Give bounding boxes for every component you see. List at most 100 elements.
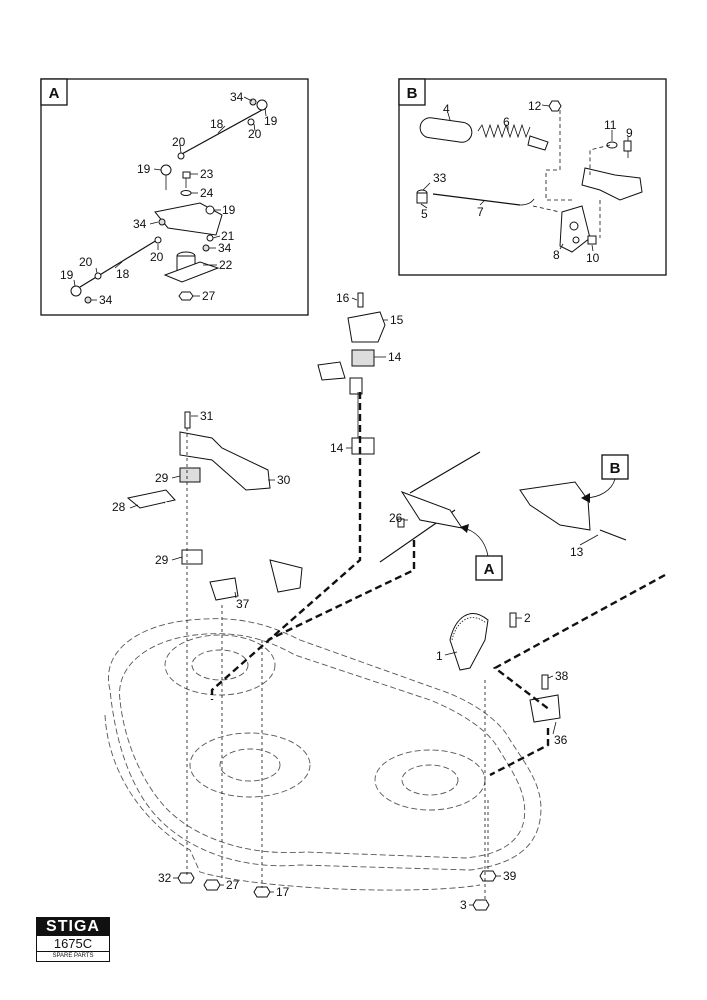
callout-38: 38 (555, 669, 569, 683)
mower-deck (104, 618, 542, 891)
logo-block: STIGA 1675C SPARE PARTS (36, 917, 114, 962)
bracket-8-hole (569, 221, 579, 231)
callout-12: 12 (528, 99, 542, 113)
inset-b-label-box (398, 78, 426, 106)
inset-b: B (398, 78, 667, 276)
callout-29: 29 (155, 471, 169, 485)
lever-plate (154, 202, 223, 236)
bracket-8-hole-lower (572, 236, 580, 244)
callout-3: 3 (460, 898, 467, 912)
callout-28: 28 (112, 500, 126, 514)
callout-4: 4 (443, 102, 450, 116)
callout-20: 20 (150, 250, 164, 264)
grip-handle-4 (419, 117, 473, 143)
callout-18: 18 (116, 267, 130, 281)
pointer-a-box (475, 555, 503, 581)
link-rod-upper (409, 451, 481, 494)
callout-37: 37 (236, 597, 250, 611)
callout-27: 27 (202, 289, 216, 303)
pointer-a-arrow (461, 527, 489, 557)
nut-17 (253, 886, 271, 898)
rod-28-end (269, 559, 303, 593)
spring-6 (477, 123, 531, 139)
callout-19: 19 (264, 114, 278, 128)
inset-b-label: B (407, 85, 418, 102)
ball-joint-19-mid (205, 205, 215, 215)
callout-20: 20 (79, 255, 93, 269)
callout-5: 5 (421, 207, 428, 221)
bracket-22 (163, 261, 220, 283)
callout-26: 26 (389, 511, 403, 525)
spare-parts-label: SPARE PARTS (36, 952, 110, 962)
inset-a-label-box (40, 78, 68, 106)
washer-24 (180, 190, 192, 196)
callout-32: 32 (158, 871, 172, 885)
bracket-15 (347, 311, 386, 343)
lever-plate-main (400, 491, 464, 529)
callout-14: 14 (388, 350, 402, 364)
callout-20: 20 (172, 135, 186, 149)
bracket-37 (209, 577, 239, 601)
callout-20: 20 (248, 127, 262, 141)
bolt-26 (397, 518, 405, 528)
rod-18-lower (79, 239, 158, 288)
callout-31: 31 (200, 409, 214, 423)
ball-joint-19-left (160, 164, 172, 176)
callout-34: 34 (230, 90, 244, 104)
bolt-38 (541, 674, 549, 690)
rod-7 (432, 193, 521, 206)
bushing-29-lower (181, 549, 203, 565)
ball-joint-19-lower (70, 285, 82, 297)
bolt-2 (509, 612, 517, 628)
bolt-31 (184, 411, 191, 429)
inset-b-frame (398, 78, 667, 276)
bushing-14-upper (351, 349, 375, 367)
callout-15: 15 (390, 313, 404, 327)
pointer-b-label: B (610, 460, 621, 477)
pivot-bracket (581, 167, 643, 201)
inset-a: A (40, 78, 309, 316)
callout-10: 10 (586, 251, 600, 265)
lift-rod-13-end (599, 529, 627, 541)
callout-33: 33 (433, 171, 447, 185)
bolt-23 (182, 171, 191, 179)
assembly-line-26 (267, 540, 416, 642)
callout-23: 23 (200, 167, 214, 181)
callout-34: 34 (218, 241, 232, 255)
callout-6: 6 (503, 115, 510, 129)
callout-8: 8 (553, 248, 560, 262)
callout-11: 11 (604, 118, 617, 132)
stiga-logo: STIGA (36, 917, 110, 936)
nut-21 (206, 234, 214, 242)
callout-24: 24 (200, 186, 214, 200)
callout-18: 18 (210, 117, 224, 131)
callout-21: 21 (221, 229, 235, 243)
assembly-line-13 (492, 573, 666, 711)
bushing-29-upper (179, 467, 201, 483)
bolt-16 (357, 292, 364, 308)
pointer-b-box (601, 454, 629, 480)
callout-13: 13 (570, 545, 584, 559)
callout-19: 19 (60, 268, 74, 282)
callout-16: 16 (336, 291, 350, 305)
nut-3 (472, 899, 490, 911)
callout-39: 39 (503, 869, 517, 883)
bracket-14-arm (349, 377, 363, 395)
nut-20-upper-left (177, 152, 185, 160)
nut-34-lower (202, 244, 210, 252)
nut-20-lower (154, 236, 162, 244)
nut-32 (177, 872, 195, 884)
nut-12 (548, 100, 562, 112)
main-assembly: A B 16 15 14 14 31 30 29 (104, 291, 666, 912)
pointer-a-arrowhead (460, 524, 469, 533)
bushing-14-lower (351, 437, 375, 455)
bracket-30 (179, 431, 271, 491)
nut-39 (479, 870, 497, 882)
sector-1 (449, 613, 489, 671)
nut-20-bottom (94, 272, 102, 280)
callout-7: 7 (477, 205, 484, 219)
nut-34-bottom (84, 296, 92, 304)
inset-a-frame (40, 78, 309, 316)
nut-34-upper (249, 98, 257, 106)
